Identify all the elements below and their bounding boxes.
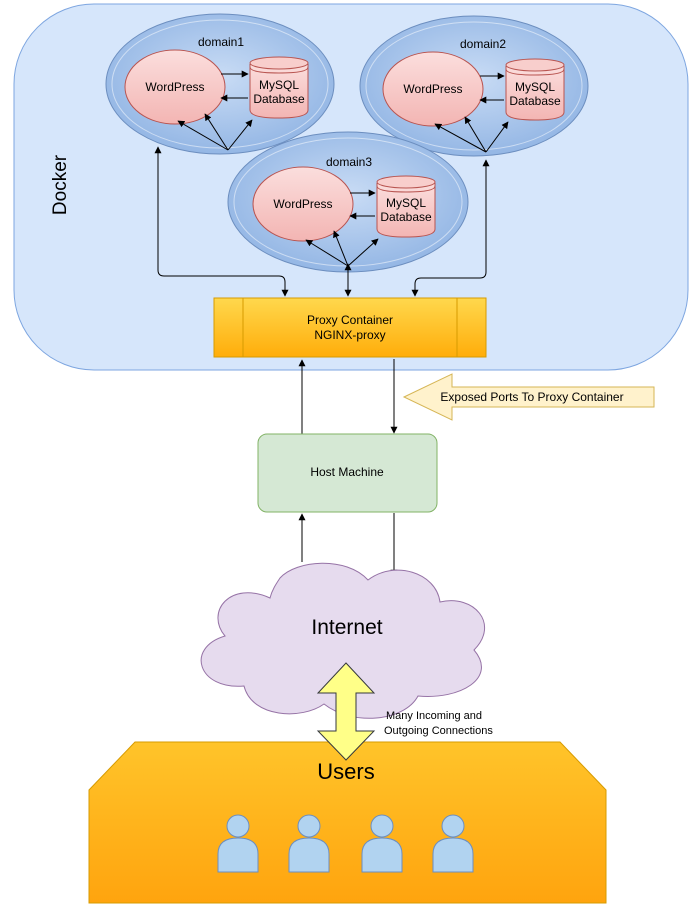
- domain1-label: domain1: [198, 35, 244, 49]
- domain1-wordpress-label: WordPress: [145, 80, 204, 94]
- connections-line1: Many Incoming and: [386, 710, 482, 722]
- users-block: Users: [88, 741, 607, 904]
- domain1-db-line1: MySQL: [259, 78, 299, 92]
- proxy-line1: Proxy Container: [307, 313, 393, 327]
- host-machine: Host Machine: [257, 433, 438, 513]
- connections-double-arrow: [316, 662, 376, 761]
- internet-label: Internet: [311, 616, 382, 639]
- domain2-wordpress-node: [382, 51, 484, 127]
- user-icon-4: [432, 814, 474, 873]
- domain3-label: domain3: [326, 155, 372, 169]
- user-icon-2: [288, 814, 330, 873]
- domain3-wordpress-label: WordPress: [273, 197, 332, 211]
- domain2-wordpress-label: WordPress: [403, 82, 462, 96]
- domain3-db-line2: Database: [380, 210, 432, 224]
- proxy-line2: NGINX-proxy: [314, 328, 385, 342]
- domain3-db-line1: MySQL: [386, 196, 426, 210]
- users-label: Users: [317, 759, 374, 784]
- exposed-ports-label: Exposed Ports To Proxy Container: [440, 390, 623, 404]
- host-internet-arrows: [298, 513, 398, 577]
- domain2-group: domain2 WordPress MySQL Database: [359, 15, 589, 157]
- proxy-host-arrows: [298, 359, 398, 434]
- domain2-mysql-database: [505, 58, 565, 121]
- user-icon-1: [217, 814, 259, 873]
- connections-line2: Outgoing Connections: [384, 725, 493, 737]
- domain1-mysql-database: [249, 56, 309, 119]
- user-icon-3: [361, 814, 403, 873]
- internet-cloud: Internet: [200, 562, 486, 719]
- domain1-wordpress-node: [124, 49, 226, 125]
- proxy-container: Proxy Container NGINX-proxy: [213, 297, 487, 358]
- domain-proxy-connectors: [154, 146, 490, 297]
- domain3-group: domain3 WordPress MySQL Database: [227, 131, 469, 273]
- host-label: Host Machine: [310, 465, 384, 479]
- domain2-label: domain2: [460, 37, 506, 51]
- exposed-ports-callout: Exposed Ports To Proxy Container: [402, 373, 655, 421]
- domain1-db-line2: Database: [253, 92, 305, 106]
- domain2-db-line2: Database: [509, 94, 561, 108]
- domain2-db-line1: MySQL: [515, 80, 555, 94]
- domain1-group: domain1 WordPress MySQL Database: [105, 13, 335, 155]
- docker-label: Docker: [50, 154, 71, 215]
